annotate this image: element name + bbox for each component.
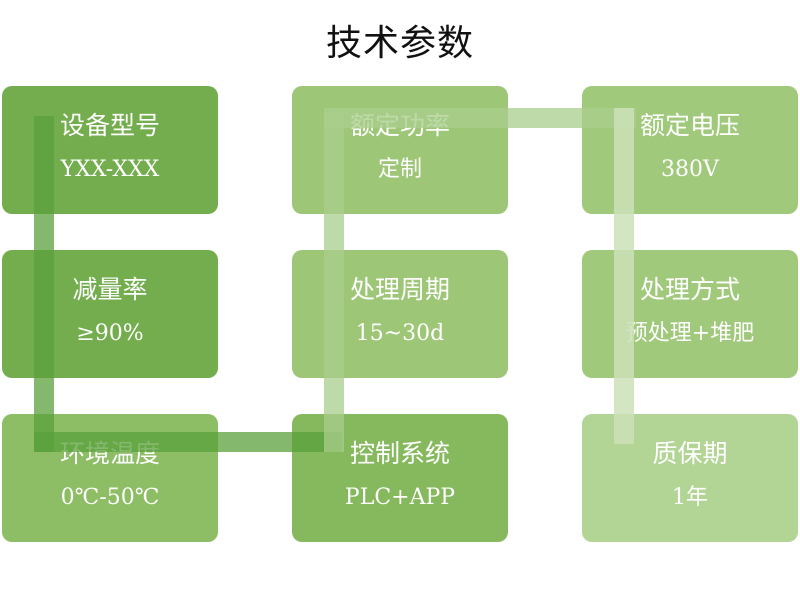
param-value: 15~30d <box>355 321 445 346</box>
connector-line <box>324 108 636 128</box>
param-value: 380V <box>661 157 719 182</box>
param-value: YXX-XXX <box>60 157 160 182</box>
connector-line <box>614 108 634 444</box>
connector-line <box>34 432 342 452</box>
param-value: 0℃-50℃ <box>60 485 160 510</box>
param-name: 处理方式 <box>639 275 740 304</box>
param-name: 额定电压 <box>639 111 740 140</box>
param-value: 1年 <box>672 485 708 510</box>
param-value: 预处理+堆肥 <box>625 321 755 346</box>
param-name: 质保期 <box>652 439 728 468</box>
param-value: ≥90% <box>76 321 144 346</box>
param-name: 处理周期 <box>349 275 450 304</box>
param-name: 减量率 <box>72 275 148 304</box>
connector-line <box>34 116 54 452</box>
page-title: 技术参数 <box>325 23 474 64</box>
connector-line <box>324 112 344 452</box>
param-name: 设备型号 <box>59 111 160 140</box>
param-value: PLC+APP <box>344 485 456 510</box>
param-name: 控制系统 <box>349 439 450 468</box>
param-value: 定制 <box>377 157 422 182</box>
